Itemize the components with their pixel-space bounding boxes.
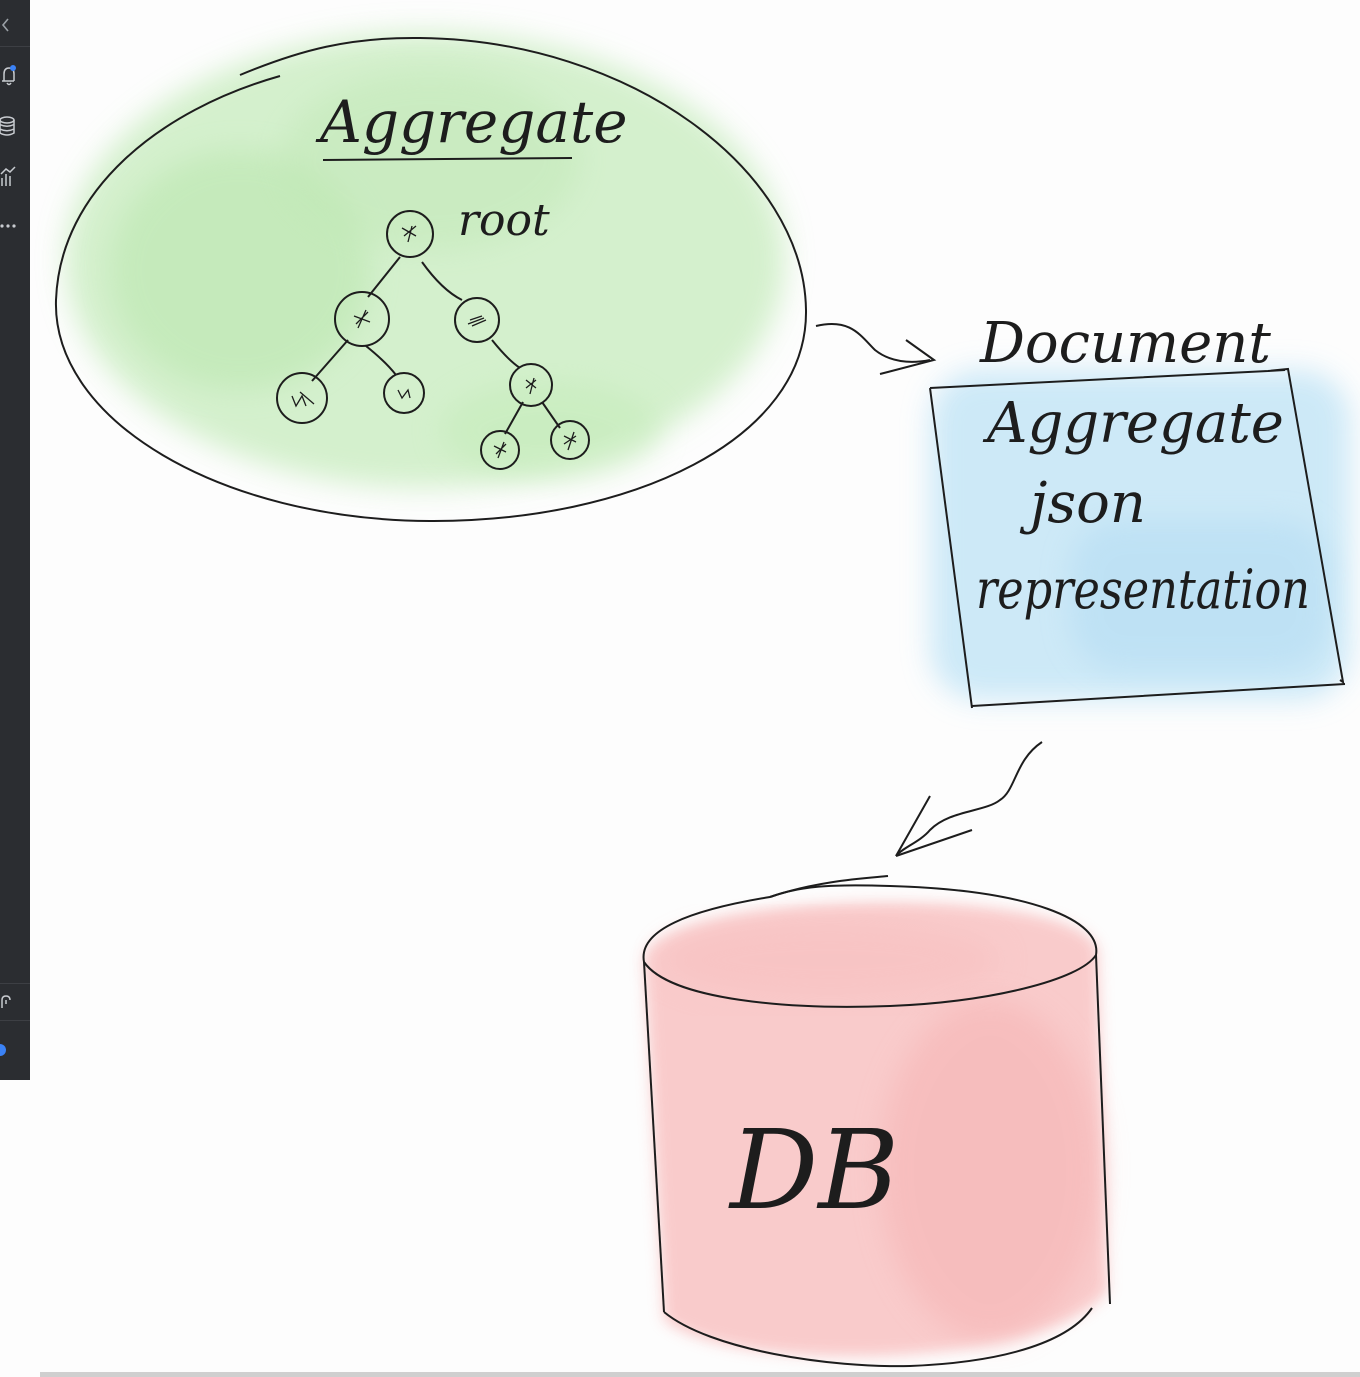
database-fill-shade xyxy=(880,1000,1100,1340)
aggregate-fill-shade xyxy=(110,150,370,390)
whiteboard-canvas: Aggregate root xyxy=(30,0,1360,1377)
tree-edge xyxy=(504,401,524,435)
tree-node xyxy=(550,420,590,460)
chevron-left-icon[interactable] xyxy=(0,10,30,40)
tree-edge xyxy=(491,339,521,369)
tree-edge xyxy=(365,345,397,376)
document-fill-shade xyxy=(1070,520,1330,670)
document-group: Document Aggregate json representation xyxy=(929,311,1350,709)
aggregate-fill-shade xyxy=(440,380,660,480)
database-fill-shade xyxy=(660,920,1000,1000)
toolbar-divider xyxy=(0,1020,30,1021)
document-box-outline xyxy=(929,367,1346,709)
bottom-scrollbar[interactable] xyxy=(40,1372,1360,1377)
chart-icon[interactable] xyxy=(0,162,30,192)
arrow-aggregate-to-document xyxy=(815,323,937,375)
database-watercolor-fill xyxy=(644,902,1108,1357)
tree-node xyxy=(334,291,390,347)
tree-node-hatching xyxy=(291,225,577,459)
tree-edge xyxy=(541,401,561,429)
arrow-document-to-db xyxy=(895,741,1043,857)
document-line-3: representation xyxy=(976,558,1310,621)
toolbar-divider xyxy=(0,983,30,984)
status-dot-icon[interactable] xyxy=(0,1035,30,1065)
left-toolbar xyxy=(0,0,30,1080)
more-icon[interactable] xyxy=(0,211,30,241)
database-group: DB xyxy=(642,875,1111,1368)
tree-node xyxy=(509,363,553,407)
aggregate-watercolor-fill xyxy=(65,32,785,488)
aggregate-title: Aggregate xyxy=(315,88,628,156)
root-label: root xyxy=(458,195,550,246)
aggregate-ellipse-outline xyxy=(54,36,808,523)
tree-node xyxy=(383,372,425,414)
tree-edge xyxy=(367,256,401,298)
aggregate-title-underline xyxy=(322,157,573,161)
aggregate-group: Aggregate root xyxy=(54,32,808,523)
tree-edge xyxy=(311,339,349,382)
link-icon[interactable] xyxy=(0,986,30,1016)
database-cylinder-outline xyxy=(642,875,1111,1368)
document-line-1: Aggregate xyxy=(982,391,1284,456)
database-icon[interactable] xyxy=(0,111,30,141)
tree-node xyxy=(480,430,520,470)
tree-node xyxy=(454,297,500,343)
database-label: DB xyxy=(728,1106,899,1234)
tree-edge xyxy=(421,261,463,301)
tree-node xyxy=(276,372,328,424)
aggregate-tree xyxy=(276,210,590,470)
toolbar-divider xyxy=(0,46,30,47)
document-watercolor-fill xyxy=(930,370,1350,700)
tree-node-root xyxy=(386,210,434,258)
bell-icon[interactable] xyxy=(0,60,30,90)
document-line-2: json xyxy=(1019,471,1146,536)
document-label: Document xyxy=(979,311,1271,376)
